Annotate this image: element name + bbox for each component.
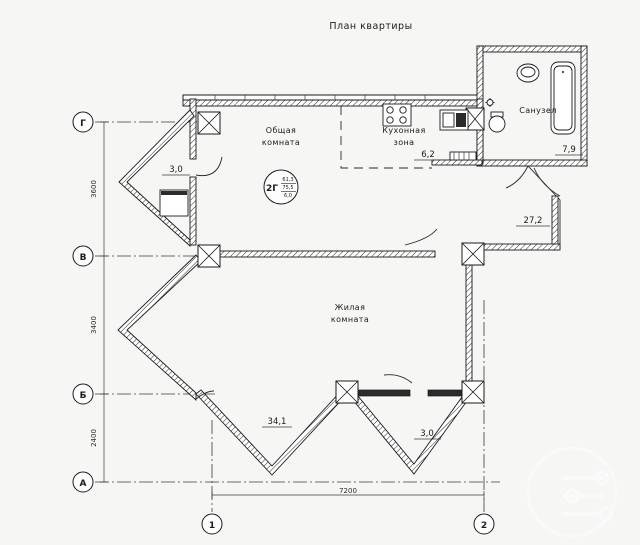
wall-terrace-bottom	[471, 243, 561, 251]
stamp-kitchen-area: 6,0	[284, 193, 292, 199]
axis-bubble-b: Б	[72, 383, 94, 405]
stamp-living-area: 75,5	[282, 185, 293, 191]
wall-left-upper	[189, 98, 197, 160]
columns	[197, 107, 485, 404]
axis-bubbles-horizontal: 1 2	[201, 513, 495, 535]
area-numbers: 3,0 6,2 7,9 27,2 34,1 3,0	[162, 145, 583, 440]
bath-wall-bottom	[476, 159, 588, 167]
axis-label: Б	[80, 391, 87, 401]
room-label-zhilaya-l1: Жилая	[335, 303, 366, 312]
washbasin-icon	[516, 63, 540, 83]
column-right-bottom	[461, 380, 485, 404]
column-kitchen	[465, 107, 485, 131]
closet-icon	[159, 189, 189, 217]
stamp-total-area: 61,3	[282, 177, 293, 183]
dimension-values: 3600 3400 2400 7200	[90, 180, 357, 495]
area-balcony-upper-left: 3,0	[162, 165, 190, 176]
dimension-lines	[100, 121, 485, 499]
column-right-top	[461, 242, 485, 266]
kitchen-sink-icon	[439, 109, 469, 131]
toilet-icon	[488, 111, 506, 133]
area-kitchen: 6,2	[414, 150, 442, 161]
walls	[117, 45, 588, 476]
cooktop-icon	[382, 103, 412, 127]
dim-value-3400: 3400	[90, 316, 98, 334]
balcony-upper-left-wall	[118, 109, 195, 248]
wall-middle	[204, 250, 436, 258]
wall-top-outer	[182, 94, 484, 101]
area-value: 34,1	[268, 417, 287, 427]
area-value: 3,0	[420, 429, 434, 439]
axis-bubble-a: А	[72, 471, 94, 493]
axis-bubble-1: 1	[201, 513, 223, 535]
area-value: 27,2	[524, 216, 543, 226]
living-left-angled-wall	[117, 254, 202, 402]
column-bottom-mid	[335, 380, 359, 404]
radiator-icon	[449, 151, 477, 161]
bath-wall-right	[580, 45, 588, 167]
balcony-lower-left-wall	[195, 389, 348, 476]
area-value: 7,9	[562, 145, 576, 155]
column-g	[197, 111, 221, 135]
stamp-type-code: 2Г	[266, 184, 278, 194]
page-title: План квартиры	[329, 21, 412, 32]
axis-bubble-g: Г	[72, 111, 94, 133]
axis-label: Г	[80, 119, 86, 129]
room-label-obshaya-l1: Общая	[266, 126, 296, 135]
area-terrace: 27,2	[516, 216, 550, 227]
room-label-zhilaya-l2: комната	[331, 315, 369, 324]
dim-value-2400: 2400	[90, 429, 98, 447]
axis-bubble-v: В	[72, 245, 94, 267]
apartment-type-stamp: 2Г 61,3 75,5 6,0	[263, 169, 299, 205]
dim-value-3600: 3600	[90, 180, 98, 198]
area-living: 34,1	[262, 417, 292, 428]
area-balcony-lower-right: 3,0	[414, 429, 441, 440]
area-value: 3,0	[169, 165, 183, 175]
room-label-kuhonnaya-l1: Кухонная	[382, 126, 425, 135]
wall-left-lower	[189, 176, 197, 246]
axis-label: 2	[481, 521, 487, 531]
wall-terrace-right	[551, 195, 559, 251]
bathtub-icon	[550, 61, 576, 135]
column-v	[197, 244, 221, 268]
axis-bubble-2: 2	[473, 513, 495, 535]
kitchen-zone-boundary	[340, 106, 432, 169]
wall-kitchen-stub	[431, 159, 483, 166]
area-bath: 7,9	[555, 145, 583, 156]
room-label-kuhonnaya-l2: зона	[394, 138, 415, 147]
dim-value-7200: 7200	[339, 487, 357, 495]
door-swings	[195, 156, 561, 400]
axis-label: А	[80, 479, 87, 489]
bath-wall-top	[476, 45, 588, 53]
fixtures	[159, 61, 576, 217]
area-value: 6,2	[421, 150, 435, 160]
wall-right	[465, 247, 473, 394]
axis-bubbles-vertical: Г В Б А	[72, 111, 94, 493]
balcony-lower-right-wall	[347, 389, 473, 475]
axis-label: 1	[209, 521, 215, 531]
room-label-sanuzel: Санузел	[519, 106, 557, 115]
axis-label: В	[80, 253, 87, 263]
room-label-obshaya-l2: комната	[262, 138, 300, 147]
room-labels: Общая комната Кухонная зона Жилая комнат…	[262, 106, 557, 324]
plumbing-riser-icon	[485, 98, 495, 107]
axis-grid	[95, 121, 500, 512]
